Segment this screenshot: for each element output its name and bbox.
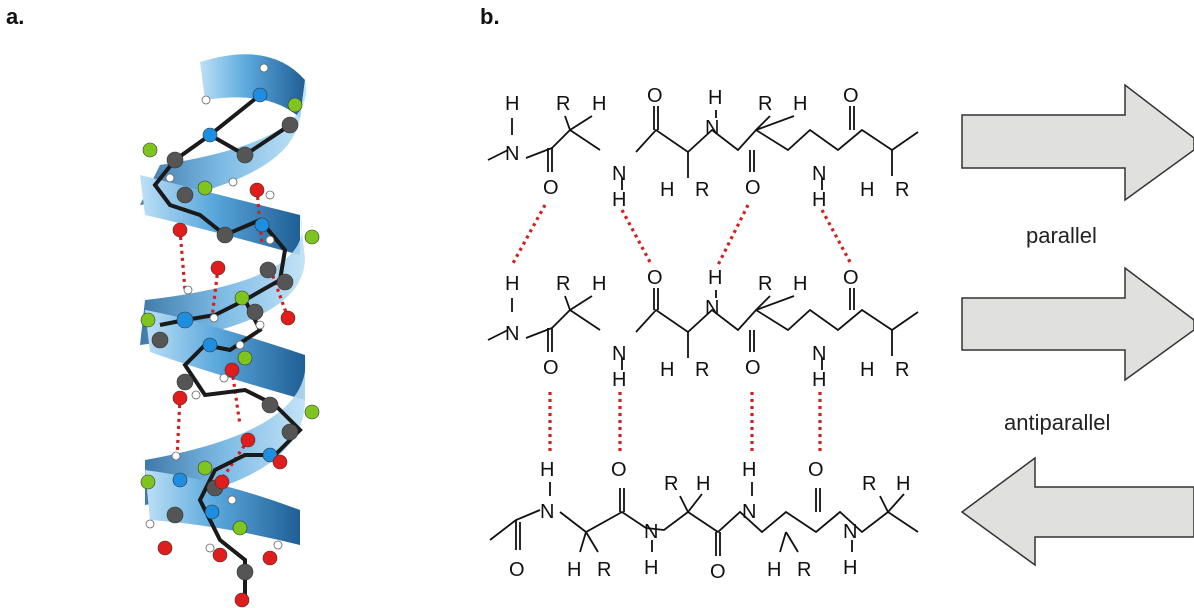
atom-n: N (843, 521, 857, 543)
atom-n: N (644, 521, 658, 543)
atom-r: R (895, 179, 909, 201)
atom-r: R (695, 179, 709, 201)
atom-h: H (540, 459, 554, 481)
atom-h: H (812, 369, 826, 391)
arrow-right-1 (961, 83, 1194, 202)
atom-r: R (664, 473, 678, 495)
atom-h: H (742, 459, 756, 481)
atom-h: H (505, 273, 519, 295)
atom-o: O (543, 177, 559, 199)
strand-1-atoms: H N R H O N H O H R H N O R H N H O H R (505, 85, 909, 211)
atom-o: O (745, 357, 761, 379)
atom-r: R (758, 93, 772, 115)
strand-3-bonds (489, 482, 919, 556)
atom-h: H (812, 189, 826, 211)
atom-h: H (843, 557, 857, 579)
atom-n: N (705, 117, 719, 139)
strand-2-atoms: H N R H O N H O H R H N O R H N H O H R (505, 267, 909, 391)
atom-n: N (505, 323, 519, 345)
atom-h: H (708, 87, 722, 109)
alpha-helix-model (140, 54, 320, 608)
direction-arrows (960, 83, 1194, 567)
atom-h: H (592, 273, 606, 295)
atom-o: O (745, 177, 761, 199)
atom-h: H (612, 189, 626, 211)
atom-n: N (540, 501, 554, 523)
atom-n: N (705, 297, 719, 319)
atom-o: O (710, 561, 726, 583)
atom-n: N (612, 163, 626, 185)
atom-o: O (611, 459, 627, 481)
panel-label-b: b. (480, 4, 500, 29)
label-parallel: parallel (1026, 223, 1097, 248)
label-antiparallel: antiparallel (1004, 410, 1110, 435)
atom-h: H (644, 557, 658, 579)
atom-o: O (543, 357, 559, 379)
atom-n: N (612, 343, 626, 365)
atom-h: H (860, 359, 874, 381)
atom-o: O (843, 85, 859, 107)
hydrogen-bonds-antiparallel (548, 392, 822, 455)
atom-o: O (509, 559, 525, 581)
helix-atoms (140, 87, 320, 608)
hydrogen-bonds-parallel (510, 204, 852, 266)
atom-o: O (808, 459, 824, 481)
atom-h: H (592, 93, 606, 115)
atom-r: R (597, 559, 611, 581)
atom-n: N (812, 343, 826, 365)
atom-h: H (660, 359, 674, 381)
atom-h: H (793, 273, 807, 295)
arrow-left (960, 456, 1194, 567)
atom-h: H (708, 267, 722, 289)
atom-r: R (895, 359, 909, 381)
atom-r: R (797, 559, 811, 581)
atom-h: H (767, 559, 781, 581)
atom-r: R (695, 359, 709, 381)
atom-r: R (758, 273, 772, 295)
atom-n: N (742, 501, 756, 523)
atom-n: N (812, 163, 826, 185)
atom-h: H (612, 369, 626, 391)
atom-r: R (556, 93, 570, 115)
atom-n: N (505, 143, 519, 165)
atom-h: H (660, 179, 674, 201)
atom-h: H (696, 473, 710, 495)
panel-label-a: a. (6, 4, 25, 29)
atom-h: H (505, 93, 519, 115)
atom-h: H (793, 93, 807, 115)
atom-r: R (862, 473, 876, 495)
atom-o: O (647, 85, 663, 107)
strand-3-atoms: H N O H R O N H R H O H N H R O N H R H (509, 459, 910, 583)
atom-h: H (567, 559, 581, 581)
atom-r: R (556, 273, 570, 295)
atom-o: O (647, 267, 663, 289)
strand-1-bonds (487, 106, 919, 190)
helix-hydrogens (145, 63, 283, 553)
strand-2-bonds (487, 288, 919, 370)
atom-h: H (860, 179, 874, 201)
atom-h: H (896, 473, 910, 495)
atom-o: O (843, 267, 859, 289)
arrow-right-2 (961, 266, 1194, 382)
